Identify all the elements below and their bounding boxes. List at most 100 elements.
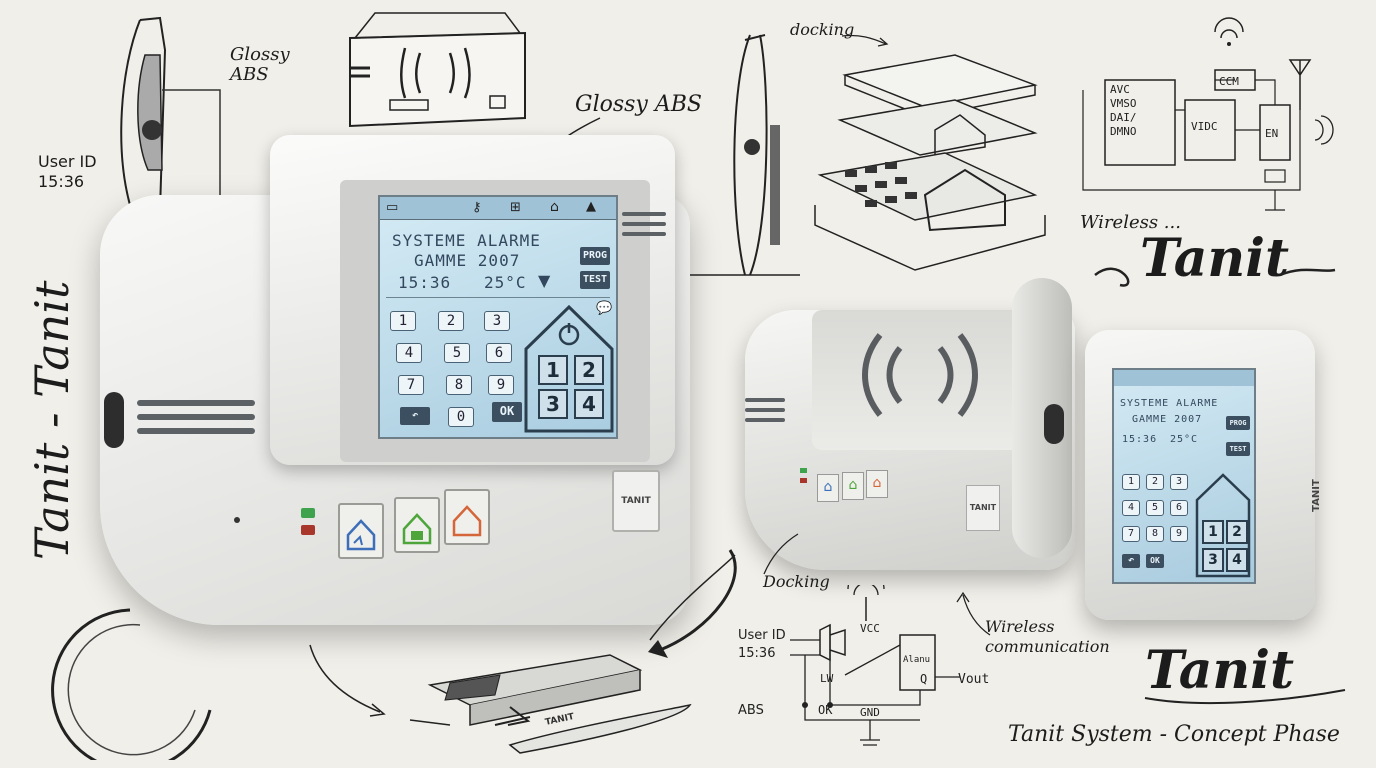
handheld-zone-3[interactable]: 3 (1202, 548, 1224, 572)
circuit-vcc: VCC (860, 622, 880, 635)
circuit-ok: OK (818, 703, 833, 717)
lcd-status-bar (380, 197, 616, 220)
keypad-key-7[interactable]: 7 (398, 375, 424, 395)
handheld-key-1[interactable]: 1 (1122, 474, 1140, 490)
back-key[interactable]: ↶ (400, 407, 430, 425)
handheld-key-9[interactable]: 9 (1170, 526, 1188, 542)
handheld-house-outline (1195, 473, 1251, 578)
logo-underline-swash-2 (1144, 689, 1346, 705)
handheld-lcd-title: SYSTEME ALARME (1120, 398, 1219, 409)
ok-key[interactable]: OK (492, 402, 522, 422)
zone-key-2[interactable]: 2 (574, 355, 604, 385)
cradle-mode-button-away[interactable]: ⌂ (817, 474, 839, 502)
glossy-abs-small-label: Glossy ABS (230, 44, 290, 85)
keypad-key-1[interactable]: 1 (390, 311, 416, 331)
vent-slot (137, 400, 255, 406)
chat-bubble-icon: 💬 (596, 301, 613, 316)
arrow-left-sketch (309, 644, 386, 717)
lcd-key-icon: ⚷ (472, 200, 482, 215)
docking-arrow-sketch (648, 549, 737, 658)
handheld-test-button[interactable]: TEST (1226, 442, 1250, 456)
test-button[interactable]: TEST (580, 271, 610, 289)
footer-caption: Tanit System - Concept Phase (1008, 722, 1340, 747)
keypad-key-4[interactable]: 4 (396, 343, 422, 363)
cradle-led-red (800, 478, 807, 483)
keypad-key-6[interactable]: 6 (486, 343, 512, 363)
lcd-time: 15:36 (398, 273, 452, 292)
lcd-title-line: SYSTEME ALARME (392, 231, 541, 250)
lcd-gift-icon: ⊞ (510, 200, 521, 215)
brand-logo-right-bottom: Tanit (1145, 640, 1294, 701)
circuit-bottom-schematic (790, 585, 960, 746)
handheld-zone-1[interactable]: 1 (1202, 520, 1224, 544)
keypad-key-8[interactable]: 8 (446, 375, 472, 395)
keypad-key-0[interactable]: 0 (448, 407, 474, 427)
cradle-vent-slot (745, 398, 785, 402)
mode-button-home[interactable] (394, 497, 440, 553)
handheld-status-bar (1114, 370, 1254, 386)
handheld-lcd: SYSTEME ALARME GAMME 2007 15:36 25°C PRO… (1112, 368, 1256, 584)
circuit-label-vmso: VMSO (1110, 97, 1137, 110)
handheld-key-7[interactable]: 7 (1122, 526, 1140, 542)
microphone-hole (234, 517, 240, 523)
lcd-divider (386, 297, 610, 298)
cradle-side-knob[interactable] (1044, 404, 1064, 444)
handheld-key-4[interactable]: 4 (1122, 500, 1140, 516)
circuit-time: 15:36 (738, 646, 776, 661)
circuit-label-dmno: DMNO (1110, 125, 1137, 138)
handheld-ok-key[interactable]: OK (1146, 554, 1164, 568)
circuit-module-vidc: VIDC (1191, 120, 1218, 133)
handheld-key-6[interactable]: 6 (1170, 500, 1188, 516)
side-knob[interactable] (104, 392, 124, 448)
circuit-user-id: User ID (738, 628, 786, 643)
handheld-lcd-range: GAMME 2007 (1132, 414, 1203, 425)
handheld-key-5[interactable]: 5 (1146, 500, 1164, 516)
lcd-up-arrow-icon: ▲ (586, 199, 596, 214)
status-led-red (301, 525, 315, 535)
prog-button[interactable]: PROG (580, 247, 610, 265)
docking-top-label: docking (790, 20, 855, 39)
exploded-layers-sketch (814, 54, 1046, 271)
handheld-lcd-time: 15:36 (1122, 434, 1158, 445)
circuit-lw: LW (820, 672, 834, 685)
handheld-prog-button[interactable]: PROG (1226, 416, 1250, 430)
keypad-key-5[interactable]: 5 (444, 343, 470, 363)
cradle-mode-button-night[interactable]: ⌂ (866, 470, 888, 498)
handheld-lcd-temp: 25°C (1170, 434, 1199, 445)
vertical-brand-text: Tanit - Tanit (25, 280, 79, 560)
handheld-key-8[interactable]: 8 (1146, 526, 1164, 542)
circuit-gnd: GND (860, 706, 880, 719)
lcd-battery-icon: ▭ (386, 200, 399, 215)
zone-key-1[interactable]: 1 (538, 355, 568, 385)
handheld-key-2[interactable]: 2 (1146, 474, 1164, 490)
mode-button-away[interactable] (338, 503, 384, 559)
house-icon-blue (346, 519, 376, 551)
handheld-zone-2[interactable]: 2 (1226, 520, 1248, 544)
vent-slot (622, 222, 666, 226)
zone-key-3[interactable]: 3 (538, 389, 568, 419)
lcd-range-line: GAMME 2007 (414, 251, 521, 270)
lcd-down-arrow-icon: ▼ (538, 271, 551, 290)
brand-logo-right-top: Tanit (1140, 228, 1289, 289)
vent-slot (622, 212, 666, 216)
keypad-key-2[interactable]: 2 (438, 311, 464, 331)
keypad-key-3[interactable]: 3 (484, 311, 510, 331)
circuit-vout: Vout (958, 672, 990, 687)
docking-bottom-label: Docking (763, 572, 830, 591)
probe-mechanism-sketch (409, 654, 692, 754)
handheld-key-3[interactable]: 3 (1170, 474, 1188, 490)
vent-slot (622, 232, 666, 236)
swoosh-arc-sketch (51, 608, 212, 760)
handheld-zone-4[interactable]: 4 (1226, 548, 1248, 572)
cradle-brand-badge: TANIT (966, 485, 1000, 531)
house-zone-outline (524, 304, 614, 433)
wireless-leader (956, 591, 991, 636)
handheld-back-key[interactable]: ↶ (1122, 554, 1140, 568)
cradle-mode-button-home[interactable]: ⌂ (842, 472, 864, 500)
side-profile-sketch (120, 16, 221, 210)
zone-key-4[interactable]: 4 (574, 389, 604, 419)
cradle-top-sketch (349, 12, 526, 128)
vertical-brand-logo: Tanit - Tanit (25, 260, 85, 560)
mode-button-night[interactable] (444, 489, 490, 545)
keypad-key-9[interactable]: 9 (488, 375, 514, 395)
